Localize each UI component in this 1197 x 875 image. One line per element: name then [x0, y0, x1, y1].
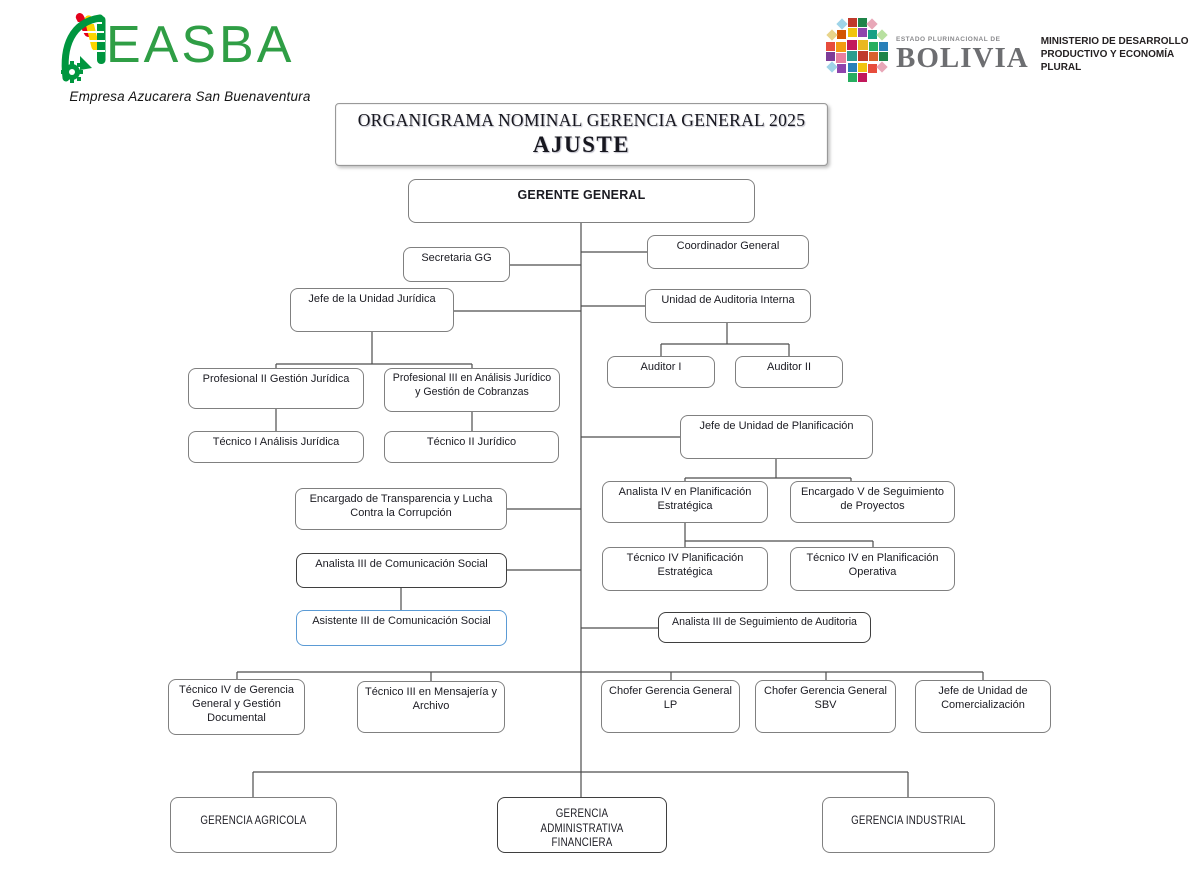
ministry-header: ESTADO PLURINACIONAL DE BOLIVIA MINISTER…	[826, 18, 1197, 91]
org-node-gerencia-industrial: GERENCIA INDUSTRIAL	[822, 797, 995, 853]
chart-title-box: ORGANIGRAMA NOMINAL GERENCIA GENERAL 202…	[335, 103, 828, 166]
org-node-tecnico-iv-gestion-documental: Técnico IV de Gerencia General y Gestión…	[168, 679, 305, 735]
org-node-jefe-unidad-planificacion: Jefe de Unidad de Planificación	[680, 415, 873, 459]
org-node-chofer-gerencia-general-lp: Chofer Gerencia General LP	[601, 680, 740, 733]
org-node-unidad-auditoria-interna: Unidad de Auditoria Interna	[645, 289, 811, 323]
chart-subtitle: AJUSTE	[532, 132, 631, 157]
bolivia-wordmark: BOLIVIA	[896, 42, 1029, 74]
easba-sugarcane-icon	[56, 10, 114, 89]
org-node-tecnico-ii-juridico: Técnico II Jurídico	[384, 431, 559, 463]
org-node-jefe-unidad-juridica: Jefe de la Unidad Jurídica	[290, 288, 454, 332]
easba-logo: EASBA Empresa Azucarera San Buenaventura	[56, 10, 324, 104]
org-node-analista-iv-planificacion-estrategica: Analista IV en Planificación Estratégica	[602, 481, 768, 523]
org-node-profesional-ii-gestion-juridica: Profesional II Gestión Jurídica	[188, 368, 364, 409]
org-node-chofer-gerencia-general-sbv: Chofer Gerencia General SBV	[755, 680, 896, 733]
org-node-tecnico-iv-planificacion-operativa: Técnico IV en Planificación Operativa	[790, 547, 955, 591]
org-node-analista-iii-seguimiento-auditoria: Analista III de Seguimiento de Auditoria	[658, 612, 871, 643]
org-node-jefe-unidad-comercializacion: Jefe de Unidad de Comercialización	[915, 680, 1051, 733]
org-node-tecnico-iv-planificacion-estrategica: Técnico IV Planificación Estratégica	[602, 547, 768, 591]
org-node-auditor-ii: Auditor II	[735, 356, 843, 388]
org-node-asistente-iii-comunicacion-social: Asistente III de Comunicación Social	[296, 610, 507, 646]
org-node-coordinador-general: Coordinador General	[647, 235, 809, 269]
ministry-line2: PRODUCTIVO Y ECONOMÍA PLURAL	[1040, 49, 1174, 73]
org-node-profesional-iii-analisis-juridico: Profesional III en Análisis Jurídico y G…	[384, 368, 560, 412]
org-node-tecnico-i-analisis-juridica: Técnico I Análisis Jurídica	[188, 431, 364, 463]
org-node-gerencia-agricola: GERENCIA AGRICOLA	[170, 797, 337, 853]
org-node-secretaria-gg: Secretaria GG	[403, 247, 510, 282]
org-node-encargado-transparencia: Encargado de Transparencia y Lucha Contr…	[295, 488, 507, 530]
bolivia-emblem-icon	[826, 18, 888, 91]
ministry-line1: MINISTERIO DE DESARROLLO	[1040, 36, 1189, 47]
org-node-tecnico-iii-mensajeria-archivo: Técnico III en Mensajería y Archivo	[357, 681, 505, 733]
easba-wordmark: EASBA	[106, 16, 295, 74]
org-node-gerencia-administrativa-financiera: GERENCIA ADMINISTRATIVA FINANCIERA	[497, 797, 667, 853]
org-node-encargado-v-seguimiento-proyectos: Encargado V de Seguimiento de Proyectos	[790, 481, 955, 523]
org-node-gerente-general: GERENTE GENERAL	[408, 179, 755, 223]
org-node-auditor-i: Auditor I	[607, 356, 715, 388]
chart-title: ORGANIGRAMA NOMINAL GERENCIA GENERAL 202…	[357, 110, 806, 130]
org-node-analista-iii-comunicacion-social: Analista III de Comunicación Social	[296, 553, 507, 588]
easba-tagline: Empresa Azucarera San Buenaventura	[69, 89, 311, 104]
estado-plurinacional-label: ESTADO PLURINACIONAL DE	[896, 36, 1001, 43]
ministry-name: MINISTERIO DE DESARROLLO PRODUCTIVO Y EC…	[1041, 35, 1197, 74]
